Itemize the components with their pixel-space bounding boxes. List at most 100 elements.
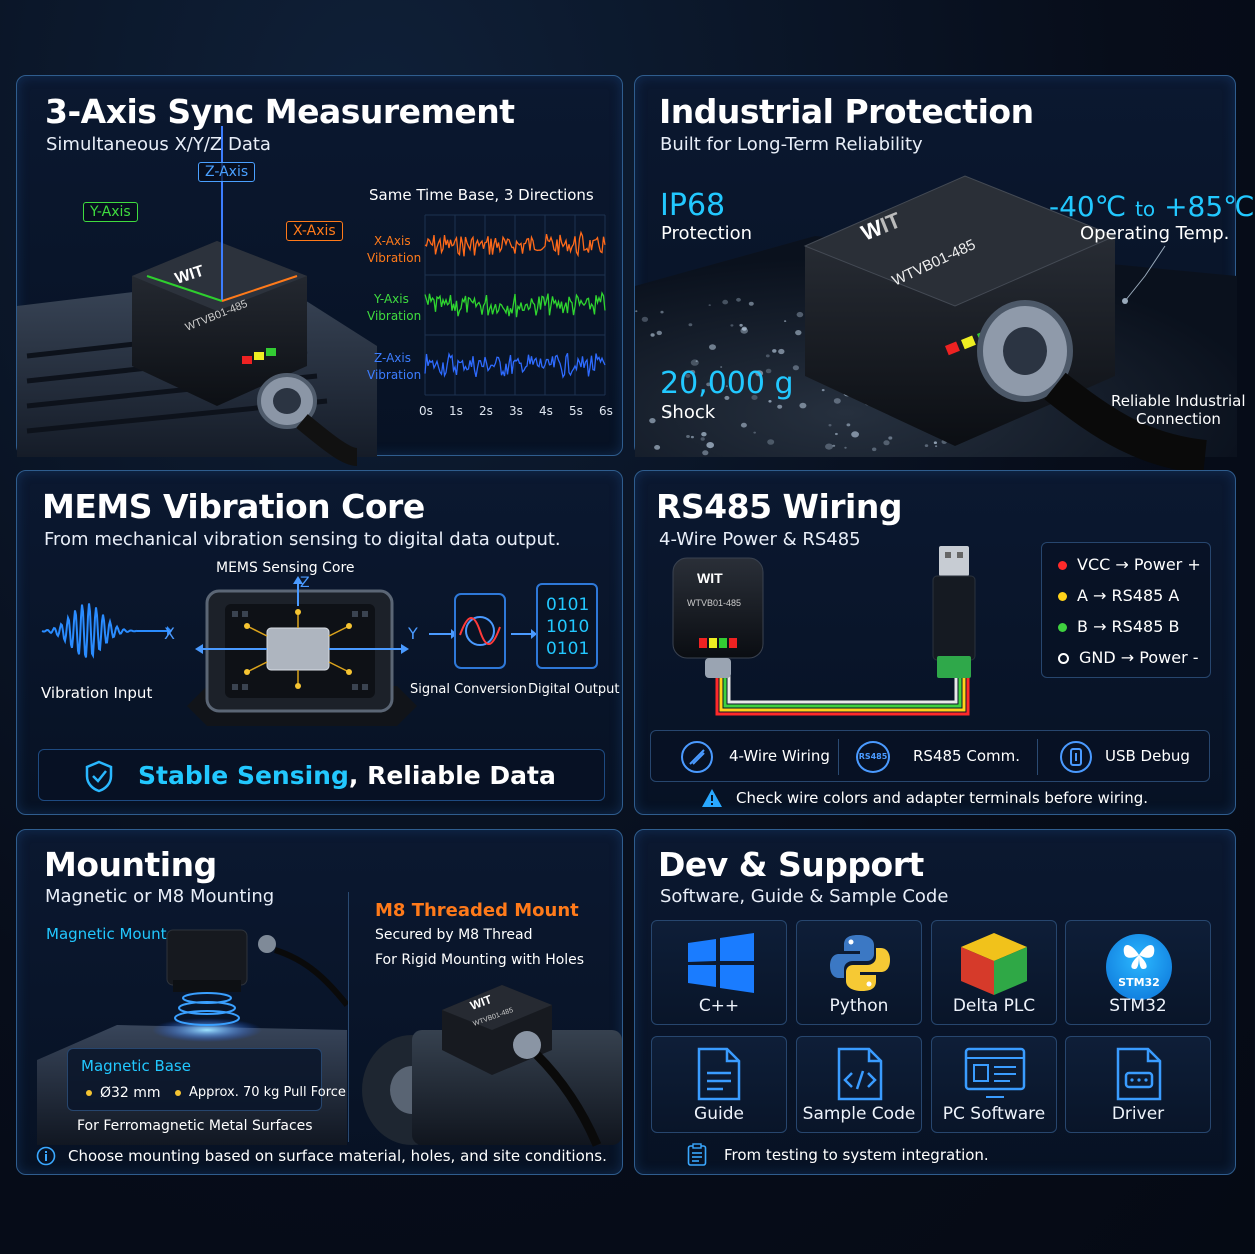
wire-legend-text: B → RS485 B	[1077, 617, 1180, 636]
time-tick-label: 4s	[539, 404, 553, 418]
device-brand-text: WIT	[697, 570, 723, 586]
rs485-feature-bar: 4-Wire Wiring RS485 RS485 Comm. USB Debu…	[650, 730, 1210, 782]
feature-divider	[1037, 739, 1038, 775]
sensor-device-illustration: WIT WTVB01-485	[803, 175, 1207, 474]
wire-legend-row: GND → Power -	[1058, 648, 1199, 667]
ip-rating-label: Protection	[661, 223, 753, 244]
pull-force-text: Approx. 70 kg Pull Force	[189, 1085, 346, 1100]
panel-title: 3-Axis Sync Measurement	[45, 92, 515, 131]
shock-value: 20,000 g	[660, 366, 794, 401]
digital-output-box	[536, 583, 598, 669]
document-icon	[697, 1047, 741, 1101]
signal-arrow	[429, 629, 457, 639]
m8-mount-line1: Secured by M8 Thread	[375, 927, 533, 943]
checklist-icon	[687, 1143, 707, 1166]
time-tick-label: 1s	[449, 404, 463, 418]
temp-pointer-line	[1122, 245, 1166, 304]
magnetic-base-pull-force: Approx. 70 kg Pull Force	[175, 1085, 346, 1100]
magnetic-base-box: Magnetic Base Ø32 mm Approx. 70 kg Pull …	[67, 1048, 346, 1111]
x-axis-tag: X-Axis	[286, 221, 343, 241]
x-vibration-wave	[424, 230, 606, 258]
rs485-wiring-illustration: WIT WTVB01-485	[672, 546, 976, 716]
tile-pc-software[interactable]: PC Software	[931, 1036, 1057, 1133]
tile-guide[interactable]: Guide	[651, 1036, 787, 1133]
banner-separator: ,	[348, 761, 359, 790]
wire-color-dot	[1058, 592, 1067, 601]
panel-rs485-wiring: RS485 Wiring 4-Wire Power & RS485 WIT WT…	[634, 470, 1236, 815]
z-axis-label: Z	[300, 575, 310, 591]
panel-subtitle: 4-Wire Power & RS485	[659, 529, 861, 550]
tile-label: Driver	[1111, 1104, 1165, 1124]
y-axis-tag: Y-Axis	[83, 202, 138, 222]
tile-python[interactable]: Python	[796, 920, 922, 1025]
wire-color-dot	[1058, 561, 1067, 570]
time-tick-label: 3s	[509, 404, 523, 418]
panel-subtitle: Magnetic or M8 Mounting	[45, 886, 275, 907]
tile-label: Guide	[694, 1104, 744, 1124]
stm32-badge-text: STM32	[1118, 976, 1160, 989]
m8-mount-illustration: WIT WTVB01-485	[362, 985, 622, 1147]
series-label: Vibration	[367, 251, 422, 265]
monitor-icon	[964, 1047, 1026, 1098]
panel-dev-support: Dev & Support Software, Guide & Sample C…	[634, 829, 1236, 1175]
panel-title: Industrial Protection	[659, 92, 1034, 131]
z-axis-tag: Z-Axis	[198, 162, 256, 182]
wire-icon	[681, 741, 713, 773]
wire-legend-text: GND → Power -	[1079, 648, 1199, 667]
delta-plc-cube-icon	[961, 933, 1027, 995]
tile-cpp[interactable]: C++	[651, 920, 787, 1025]
tile-driver[interactable]: Driver	[1065, 1036, 1211, 1133]
panel-3-axis-sync: 3-Axis Sync Measurement Simultaneous X/Y…	[16, 75, 623, 466]
sensor-on-motor-illustration: WIT WTVB01-485	[17, 126, 377, 466]
temp-min: -40℃	[1049, 190, 1127, 223]
digital-output-label: Digital Output	[528, 682, 620, 697]
signal-conversion-icon	[454, 593, 506, 669]
tile-label: PC Software	[942, 1104, 1046, 1124]
wire-legend-row: B → RS485 B	[1058, 617, 1179, 636]
device-model-text: WTVB01-485	[687, 598, 741, 608]
temp-to: to	[1135, 197, 1156, 221]
mounting-note: Choose mounting based on surface materia…	[68, 1147, 607, 1165]
panel-mems-core: MEMS Vibration Core From mechanical vibr…	[16, 470, 623, 815]
panel-subtitle: Built for Long-Term Reliability	[660, 134, 923, 155]
tile-delta-plc[interactable]: Delta PLC	[931, 920, 1057, 1025]
feature-rs485-comm: RS485 Comm.	[913, 747, 1020, 765]
ip-rating-value: IP68	[660, 188, 726, 223]
time-tick-label: 6s	[599, 404, 613, 418]
time-tick-label: 2s	[479, 404, 493, 418]
panel-industrial-protection: WIT WTVB01-485 Industrial Protection Bui…	[634, 75, 1255, 474]
mount-divider	[348, 892, 349, 1142]
panel-title: Dev & Support	[658, 845, 924, 884]
vibration-input-label: Vibration Input	[41, 684, 153, 702]
panel-subtitle: Software, Guide & Sample Code	[660, 886, 949, 907]
connection-label-line2: Connection	[1136, 410, 1221, 428]
series-label: Vibration	[367, 368, 422, 382]
wire-legend-text: A → RS485 A	[1077, 586, 1180, 605]
warning-icon	[702, 789, 722, 807]
series-label: Z-Axis	[374, 351, 411, 365]
signal-conversion-label: Signal Conversion	[410, 682, 527, 697]
banner-text: Stable Sensing, Reliable Data	[138, 761, 556, 790]
panel-title: MEMS Vibration Core	[42, 487, 425, 526]
shock-number: 20,000	[660, 366, 765, 401]
temp-range: -40℃ to +85℃	[1049, 190, 1255, 223]
stable-sensing-banner: Stable Sensing, Reliable Data	[38, 749, 605, 801]
stm32-icon	[1106, 934, 1172, 1000]
digital-arrow	[511, 629, 537, 639]
m8-mount-line2: For Rigid Mounting with Holes	[375, 952, 585, 968]
panel-mounting: Mounting Magnetic or M8 Mounting Magneti…	[16, 829, 623, 1175]
time-tick-label: 5s	[569, 404, 583, 418]
magnetic-mount-illustration	[37, 929, 350, 1145]
tile-sample-code[interactable]: Sample Code	[796, 1036, 922, 1133]
magnetic-base-diameter: Ø32 mm	[86, 1085, 161, 1101]
waveform-chart-title: Same Time Base, 3 Directions	[369, 186, 594, 204]
tile-stm32[interactable]: STM32 STM32	[1065, 920, 1211, 1025]
feature-divider	[838, 739, 839, 775]
python-icon	[830, 935, 890, 991]
tile-label: STM32	[1109, 996, 1167, 1016]
diameter-text: Ø32 mm	[100, 1085, 161, 1101]
feature-4-wire-wiring: 4-Wire Wiring	[729, 747, 830, 765]
binary-line-2: 1010	[546, 617, 590, 637]
wire-color-dot	[1058, 623, 1067, 632]
mems-core-label: MEMS Sensing Core	[216, 560, 355, 576]
